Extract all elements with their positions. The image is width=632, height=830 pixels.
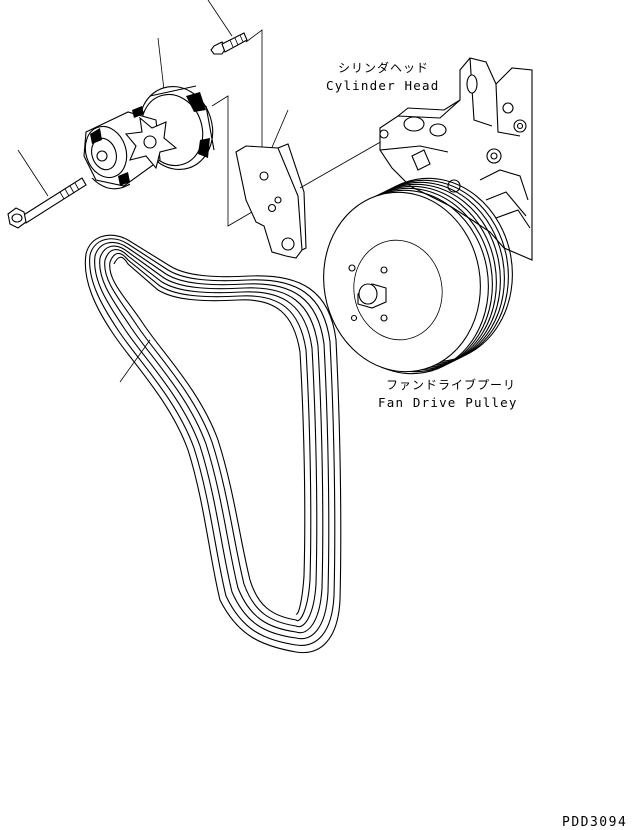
belt-tensioner (83, 85, 215, 190)
bracket-plate (235, 143, 307, 259)
cylinder-head-label-en: Cylinder Head (326, 78, 439, 93)
guide-line-bolt-bracket (245, 29, 263, 148)
leader-belt (119, 339, 151, 383)
cylinder-head-label-jp: シリンダヘッド (338, 60, 429, 75)
fan-drive-pulley-label-en: Fan Drive Pulley (378, 395, 518, 410)
labels: シリンダヘッド Cylinder Head ファンドライブプーリ Fan Dri… (326, 60, 627, 830)
drawing-code: PDD3094 (562, 815, 627, 830)
leader-bracket (269, 109, 289, 153)
cylinder-head (379, 57, 533, 261)
poly-v-belt (84, 234, 342, 654)
bolt-left (7, 177, 87, 229)
leader-tensioner (157, 37, 165, 91)
fan-drive-pulley (323, 177, 513, 375)
leader-cylinder-head (299, 139, 385, 189)
leader-bolt-top (207, 0, 233, 37)
leader-bolt-left (17, 149, 49, 197)
bolt-top (210, 32, 248, 55)
fan-drive-pulley-label-jp: ファンドライブプーリ (386, 377, 516, 392)
